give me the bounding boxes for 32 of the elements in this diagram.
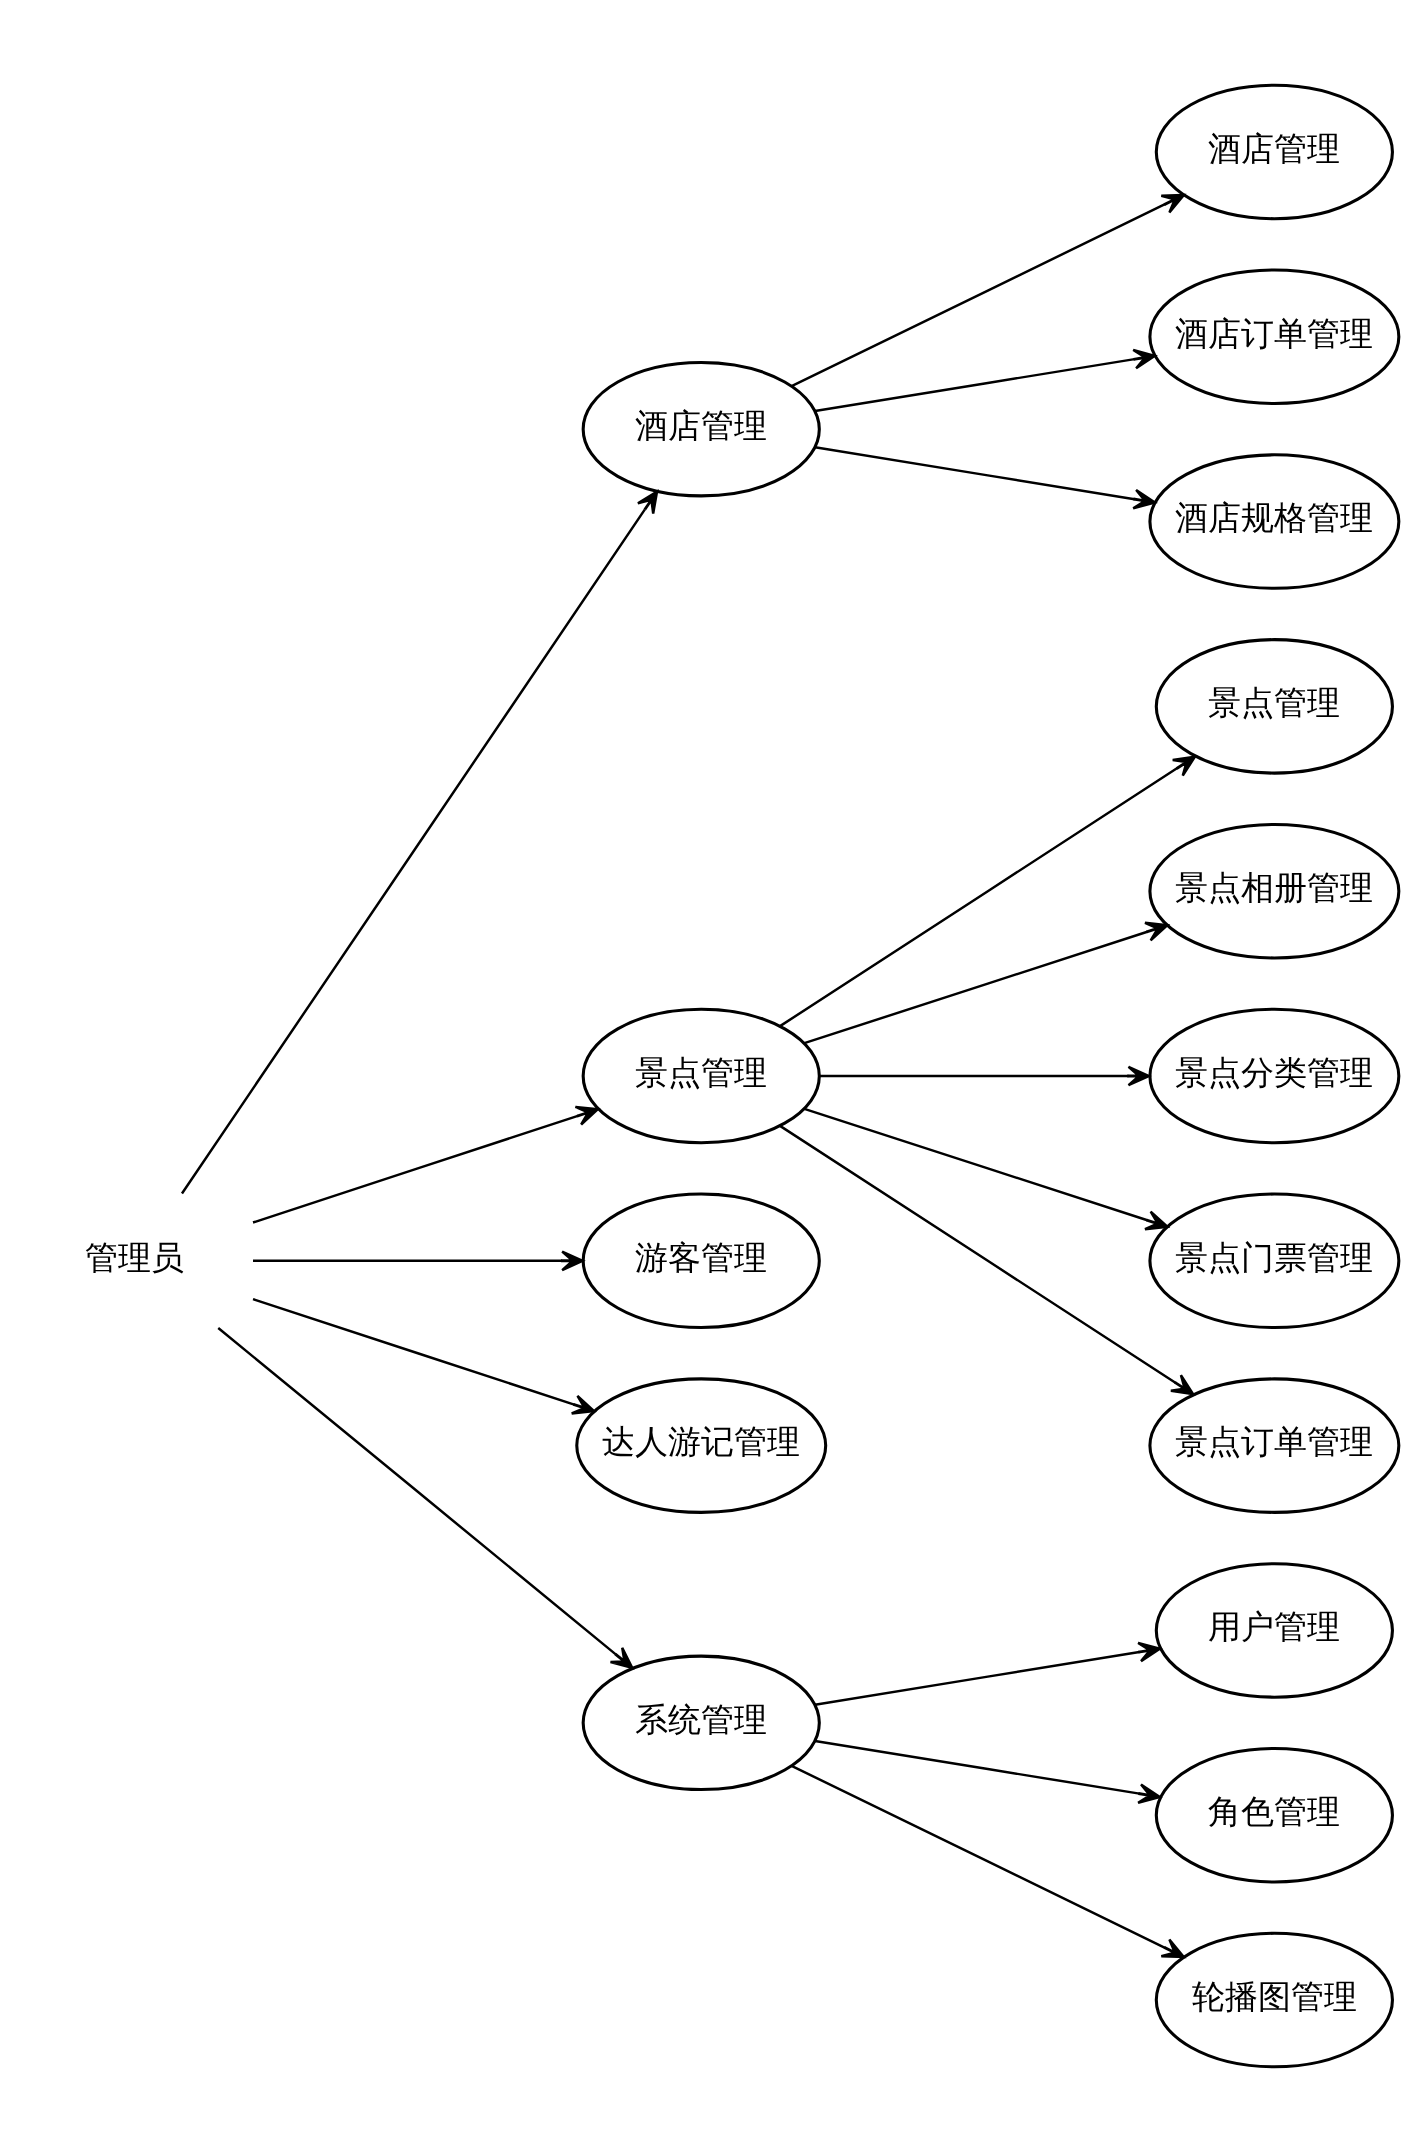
arrow xyxy=(253,1250,584,1272)
node-ellipse: 酒店管理 xyxy=(581,360,821,498)
node-text: 管理员 xyxy=(84,1238,184,1277)
node-ellipse: 角色管理 xyxy=(1154,1746,1394,1884)
arrow xyxy=(791,1764,1186,1959)
node-ellipse: 轮播图管理 xyxy=(1154,1931,1394,2069)
arrow xyxy=(814,1739,1162,1805)
arrow xyxy=(252,1105,600,1224)
arrow xyxy=(791,193,1186,388)
node-ellipse: 景点分类管理 xyxy=(1148,1007,1401,1145)
node-ellipse: 景点门票管理 xyxy=(1148,1192,1401,1330)
node-ellipse: 景点相册管理 xyxy=(1148,822,1401,960)
arrow xyxy=(252,1297,596,1415)
arrow xyxy=(779,1124,1195,1396)
arrow xyxy=(814,446,1157,510)
arrow xyxy=(814,348,1157,413)
arrow xyxy=(779,755,1197,1028)
arrow xyxy=(803,921,1169,1045)
arrow xyxy=(814,1641,1162,1706)
arrow xyxy=(803,1107,1169,1231)
node-ellipse: 酒店管理 xyxy=(1154,83,1394,221)
node-ellipse: 游客管理 xyxy=(581,1192,821,1330)
arrow xyxy=(180,490,659,1195)
node-ellipse: 景点管理 xyxy=(581,1007,821,1145)
node-ellipse: 用户管理 xyxy=(1154,1562,1394,1699)
node-ellipse: 达人游记管理 xyxy=(575,1377,828,1514)
arrow xyxy=(217,1327,634,1670)
node-ellipse: 景点订单管理 xyxy=(1148,1377,1401,1514)
arrow xyxy=(819,1065,1151,1087)
node-ellipse: 酒店订单管理 xyxy=(1148,268,1401,406)
node-ellipse: 系统管理 xyxy=(581,1654,821,1792)
node-ellipse: 酒店规格管理 xyxy=(1148,453,1401,590)
